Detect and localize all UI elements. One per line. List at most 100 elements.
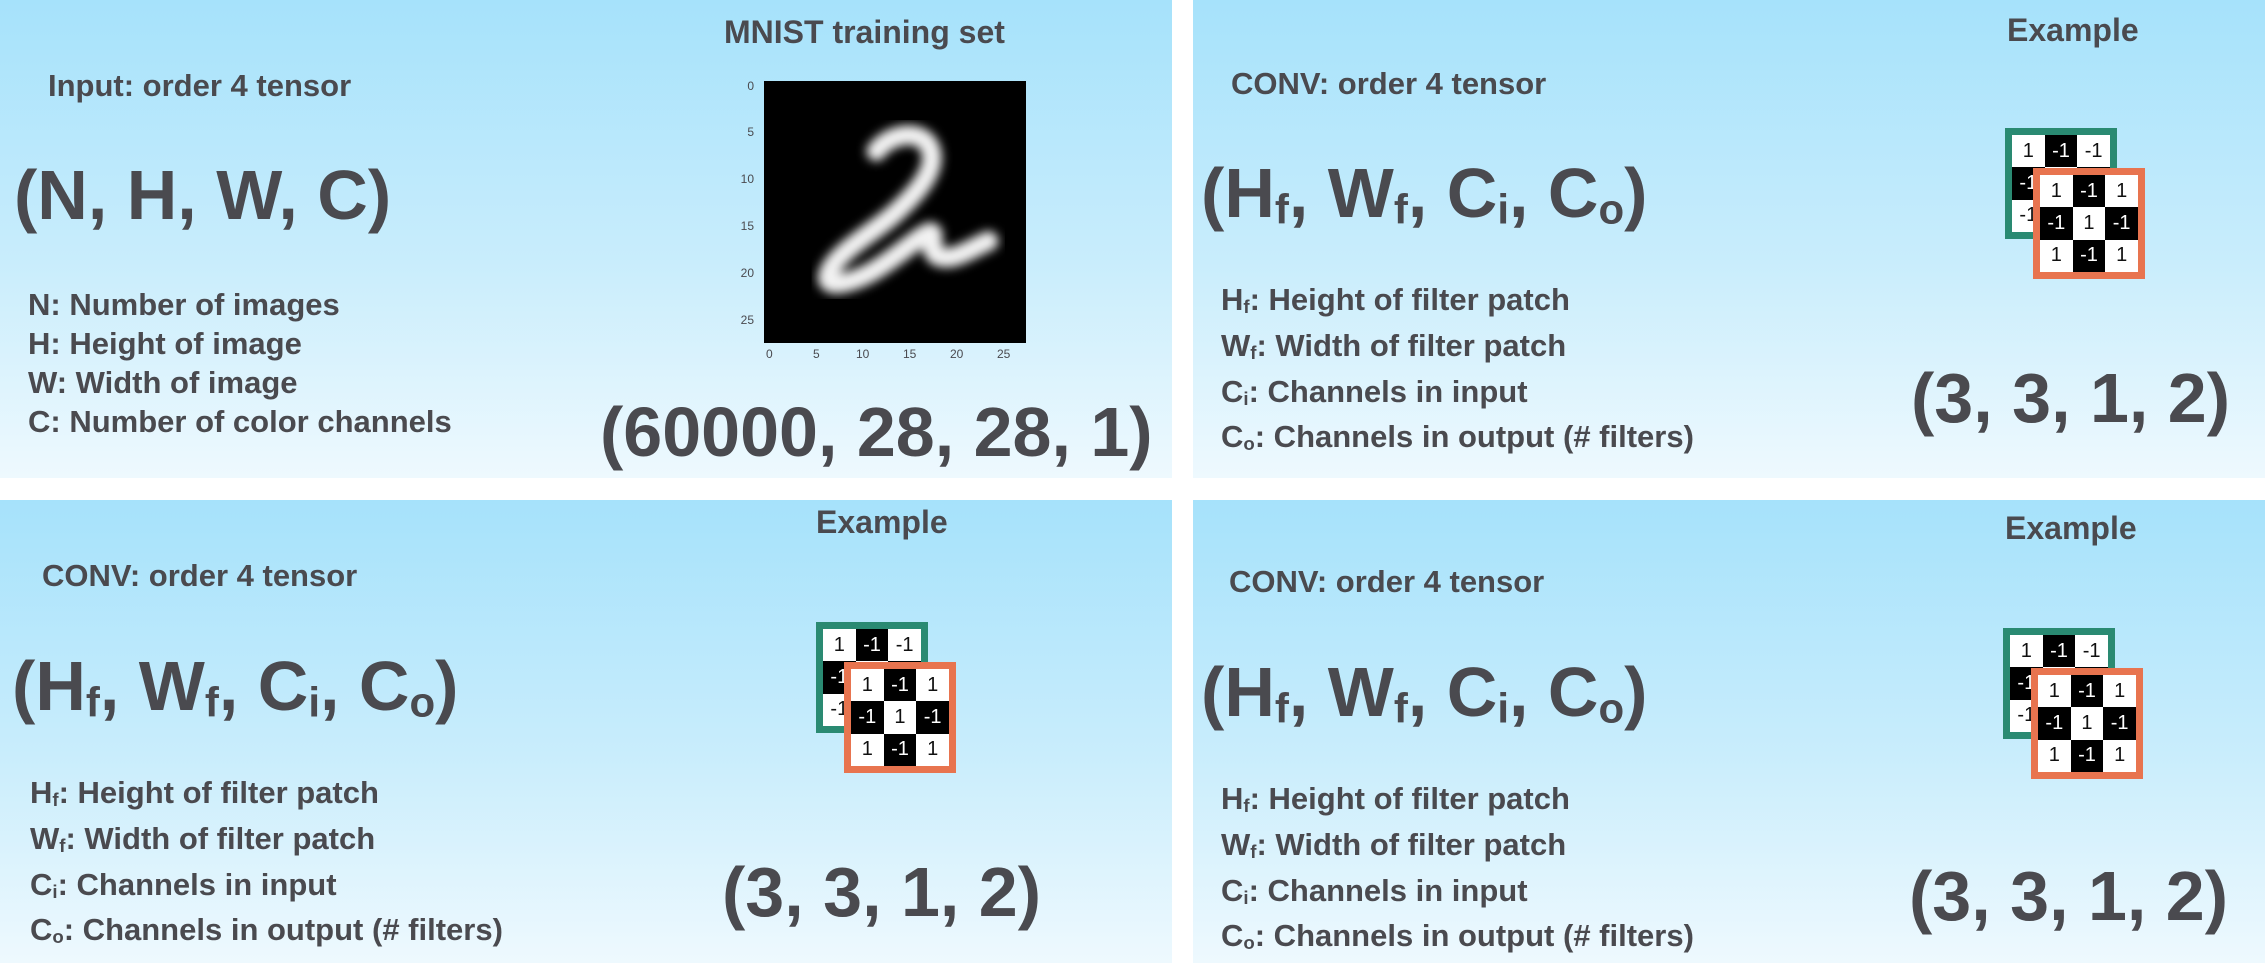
kernel-cell: 1 [2103,739,2136,772]
kernel-cell: -1 [2042,635,2076,668]
kernel-cell: -1 [2044,135,2078,168]
y-tick: 10 [740,172,754,186]
conv-heading: CONV: order 4 tensor [1229,564,1545,599]
kernel-cell: 1 [823,629,856,662]
conv-tuple: (3, 3, 1, 2) [722,853,1042,931]
panel-conv-bottom-right: Example CONV: order 4 tensor (Hf, Wf, Ci… [1193,500,2265,963]
mnist-tuple: (60000, 28, 28, 1) [600,393,1153,471]
desc-w: W: Width of image [28,365,298,400]
plot-axis-x: 0 5 10 15 20 25 [764,347,1026,363]
kernel-cell: 1 [2103,675,2136,708]
panel-title: MNIST training set [724,14,1005,50]
input-formula: (N, H, W, C) [14,156,392,234]
kernel-cell: 1 [2040,175,2073,208]
kernel-cell: 1 [916,733,949,766]
conv-tuple: (3, 3, 1, 2) [1911,359,2231,437]
kernel-cell: -1 [851,701,884,734]
conv-formula: (Hf, Wf, Ci, Co) [1201,653,1648,732]
kernel-cell: -1 [2072,175,2106,208]
example-label: Example [816,504,948,540]
kernel-cell: -1 [916,701,949,734]
x-tick: 20 [950,347,964,361]
y-tick: 5 [747,125,754,139]
x-tick: 25 [997,347,1011,361]
kernel-cell: 1 [2070,707,2104,740]
kernel-cell: 1 [851,733,884,766]
kernel-cell: -1 [2038,707,2071,740]
desc-hf: Hf: Height of filter patch [1221,282,1570,317]
conv-descriptions: Hf: Height of filter patch Wf: Width of … [30,773,503,956]
kernel-cell: 1 [2105,175,2138,208]
desc-ci: Ci: Channels in input [1221,872,1528,908]
desc-n: N: Number of images [28,287,340,322]
plot-axis-y: 0 5 10 15 20 25 [728,79,758,343]
kernel-cell: 1 [883,701,917,734]
y-tick: 25 [740,313,754,327]
conv-descriptions: Hf: Height of filter patch Wf: Width of … [1221,779,1694,962]
kernel-cell: -1 [2077,135,2110,168]
conv-heading: CONV: order 4 tensor [42,558,358,593]
kernel-cell: 1 [2012,135,2045,168]
kernel-cell: -1 [2103,707,2136,740]
input-heading: Input: order 4 tensor [48,68,352,103]
conv-formula: (Hf, Wf, Ci, Co) [1201,154,1648,233]
kernel-cell: 1 [2038,739,2071,772]
conv-tuple: (3, 3, 1, 2) [1909,857,2229,935]
kernel-cell: 1 [851,669,884,702]
desc-ci: Ci: Channels in input [1221,373,1528,409]
kernel-cell: 1 [2040,239,2073,272]
example-label: Example [2007,12,2139,48]
conv-formula: (Hf, Wf, Ci, Co) [12,647,459,726]
desc-wf: Wf: Width of filter patch [1221,327,1567,363]
kernel-cell: -1 [2075,635,2108,668]
kernel-cell: -1 [883,733,917,766]
desc-c: C: Number of color channels [28,404,452,439]
kernel-cell: -1 [888,629,921,662]
panel-mnist: MNIST training set Input: order 4 tensor… [0,0,1172,478]
input-descriptions: N: Number of images H: Height of image W… [28,285,452,441]
desc-wf: Wf: Width of filter patch [1221,826,1567,862]
x-tick: 15 [903,347,917,361]
kernel-cell: 1 [2038,675,2071,708]
desc-co: Co: Channels in output (# filters) [1221,918,1694,954]
kernel-cell: -1 [2070,739,2104,772]
panel-conv-top-right: Example CONV: order 4 tensor (Hf, Wf, Ci… [1193,0,2265,478]
desc-hf: Hf: Height of filter patch [30,775,379,810]
x-tick: 0 [766,347,773,361]
kernel-cell: 1 [2010,635,2043,668]
desc-h: H: Height of image [28,326,302,361]
kernel-cell: 1 [2105,239,2138,272]
kernel-cell: 1 [2072,207,2106,240]
digit-image [818,125,999,294]
x-tick: 5 [813,347,820,361]
desc-co: Co: Channels in output (# filters) [1221,419,1694,455]
desc-wf: Wf: Width of filter patch [30,820,376,856]
x-tick: 10 [856,347,870,361]
panel-conv-bottom-left: Example CONV: order 4 tensor (Hf, Wf, Ci… [0,500,1172,963]
kernel-cell: -1 [2072,239,2106,272]
kernel-cell: -1 [2070,675,2104,708]
desc-co: Co: Channels in output (# filters) [30,912,503,948]
desc-hf: Hf: Height of filter patch [1221,781,1570,816]
kernel-cell: -1 [2105,207,2138,240]
y-tick: 15 [740,219,754,233]
example-label: Example [2005,510,2137,546]
kernel-cell: -1 [2040,207,2073,240]
kernel-cell: -1 [855,629,889,662]
mnist-digit-plot [764,81,1026,343]
conv-descriptions: Hf: Height of filter patch Wf: Width of … [1221,280,1694,463]
y-tick: 20 [740,266,754,280]
kernel-cell: -1 [883,669,917,702]
desc-ci: Ci: Channels in input [30,866,337,902]
conv-heading: CONV: order 4 tensor [1231,66,1547,101]
y-tick: 0 [747,79,754,93]
